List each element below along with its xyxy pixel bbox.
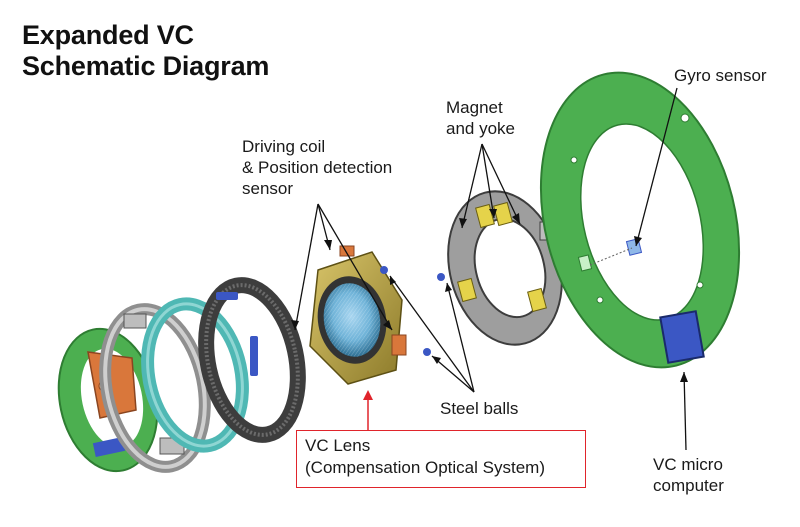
vc-micro-line-1: VC micro [653, 455, 723, 474]
vc-lens-assembly [309, 245, 407, 385]
magnet-block [475, 203, 495, 229]
vc-lens-red-leader [363, 390, 373, 430]
title-line-1: Expanded VC [22, 20, 194, 50]
dark-gear-ring [198, 277, 306, 443]
vc-micro-computer-label: VC micro computer [653, 454, 724, 496]
vc-micro-computer-chip [659, 310, 705, 364]
magnet-yoke-label: Magnet and yoke [446, 97, 515, 139]
driving-coil-line-3: sensor [242, 179, 294, 198]
gyro-sensor-label: Gyro sensor [674, 66, 767, 85]
magnet-block [493, 201, 513, 227]
steel-balls-label: Steel balls [440, 399, 519, 418]
steel-balls [380, 266, 445, 356]
driving-coil-label: Driving coil & Position detection sensor [242, 136, 392, 199]
vc-lens-line-2: (Compensation Optical System) [305, 458, 545, 477]
diagram-title: Expanded VC Schematic Diagram [22, 20, 269, 82]
magnet-block [527, 287, 547, 313]
vc-lens-line-1: VC Lens [305, 436, 371, 455]
leader-arrowheads [291, 209, 688, 382]
driving-coil-line-2: & Position detection [242, 158, 393, 177]
magnet-line-2: and yoke [446, 119, 515, 138]
leader-lines [294, 87, 687, 451]
grey-frame-ring [99, 303, 211, 473]
vc-micro-line-2: computer [653, 476, 724, 495]
steel-ball [437, 273, 445, 281]
title-line-2: Schematic Diagram [22, 51, 270, 81]
steel-ball [380, 266, 388, 274]
driving-coil-line-1: Driving coil [242, 137, 326, 156]
vc-lens-callout: VC Lens (Compensation Optical System) [296, 430, 586, 488]
magnet-line-1: Magnet [446, 98, 503, 117]
magnet-block [457, 277, 477, 303]
teal-ring [141, 297, 249, 453]
vc-pcb-board [539, 71, 741, 369]
steel-ball [423, 348, 431, 356]
